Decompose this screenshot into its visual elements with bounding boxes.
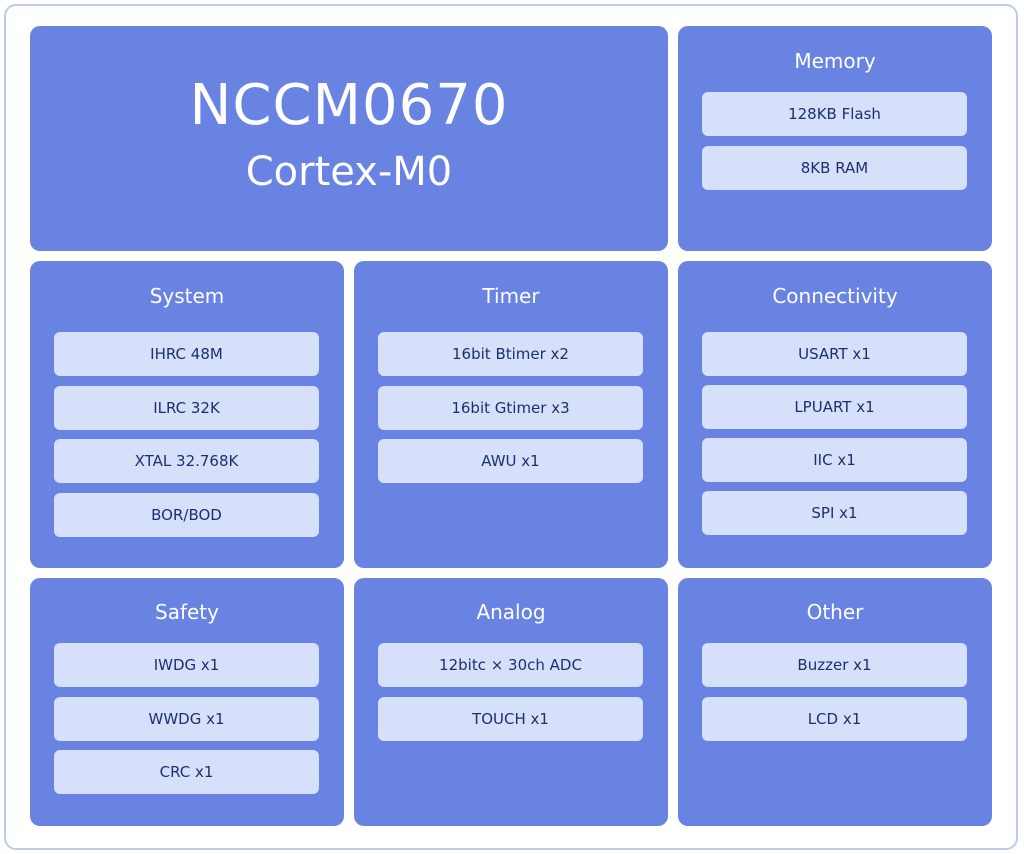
safety-item: WWDG x1 — [54, 697, 319, 741]
cpu-name: NCCM0670 — [189, 73, 509, 138]
timer-item: 16bit Gtimer x3 — [378, 386, 643, 430]
safety-item: CRC x1 — [54, 750, 319, 794]
analog-title: Analog — [476, 600, 546, 624]
cpu-core: Cortex-M0 — [245, 149, 453, 195]
timer-panel: Timer 16bit Btimer x2 16bit Gtimer x3 AW… — [354, 261, 668, 568]
connectivity-panel: Connectivity USART x1 LPUART x1 IIC x1 S… — [678, 261, 992, 568]
system-title: System — [149, 284, 225, 308]
safety-item: IWDG x1 — [54, 643, 319, 687]
memory-title: Memory — [794, 49, 876, 73]
connectivity-title: Connectivity — [772, 284, 898, 308]
connectivity-item: USART x1 — [702, 332, 967, 376]
other-item: Buzzer x1 — [702, 643, 967, 687]
safety-title: Safety — [155, 600, 219, 624]
other-title: Other — [806, 600, 864, 624]
connectivity-item: SPI x1 — [702, 491, 967, 535]
memory-panel: Memory 128KB Flash 8KB RAM — [678, 26, 992, 251]
timer-item: AWU x1 — [378, 439, 643, 483]
connectivity-item: IIC x1 — [702, 438, 967, 482]
system-item: BOR/BOD — [54, 493, 319, 537]
other-panel: Other Buzzer x1 LCD x1 — [678, 578, 992, 826]
memory-item: 128KB Flash — [702, 92, 967, 136]
timer-title: Timer — [482, 284, 540, 308]
memory-item: 8KB RAM — [702, 146, 967, 190]
connectivity-item: LPUART x1 — [702, 385, 967, 429]
system-panel: System IHRC 48M ILRC 32K XTAL 32.768K BO… — [30, 261, 344, 568]
safety-panel: Safety IWDG x1 WWDG x1 CRC x1 — [30, 578, 344, 826]
other-item: LCD x1 — [702, 697, 967, 741]
analog-panel: Analog 12bitc × 30ch ADC TOUCH x1 — [354, 578, 668, 826]
cpu-panel: NCCM0670 Cortex-M0 — [30, 26, 668, 251]
analog-item: TOUCH x1 — [378, 697, 643, 741]
timer-item: 16bit Btimer x2 — [378, 332, 643, 376]
system-item: XTAL 32.768K — [54, 439, 319, 483]
system-item: ILRC 32K — [54, 386, 319, 430]
analog-item: 12bitc × 30ch ADC — [378, 643, 643, 687]
system-item: IHRC 48M — [54, 332, 319, 376]
